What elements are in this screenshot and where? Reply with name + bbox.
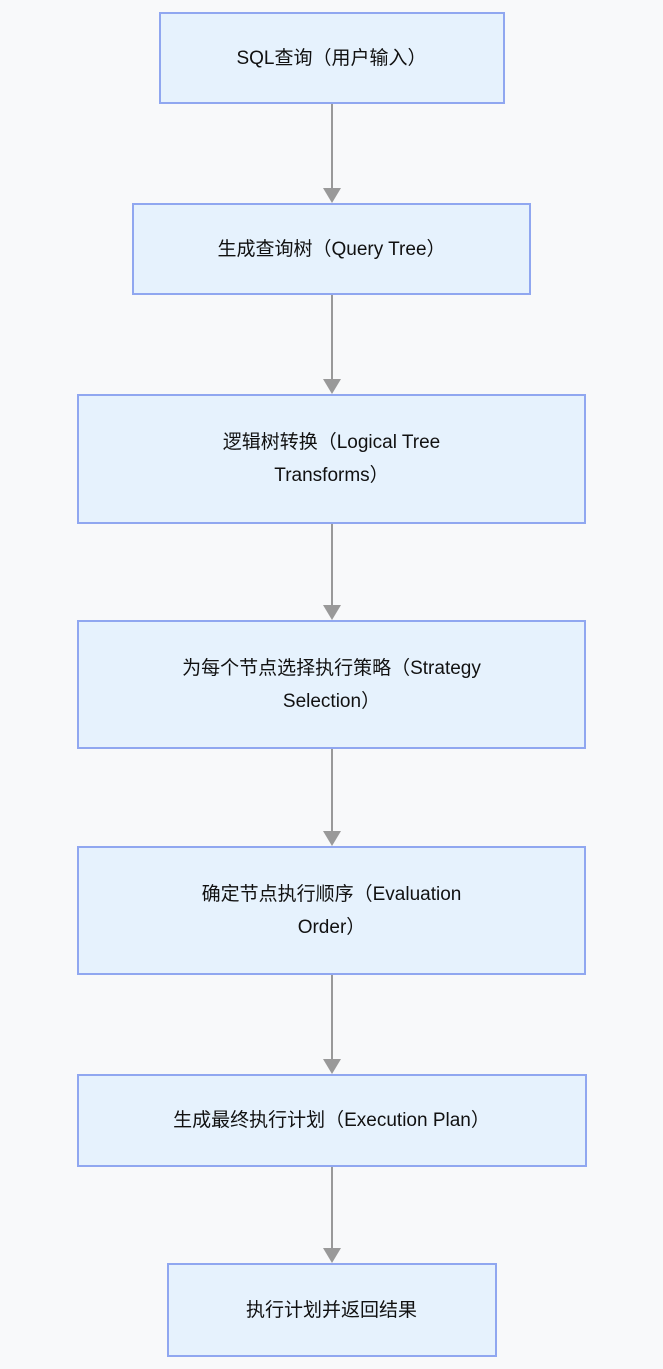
arrow-line [330,749,333,832]
flow-node-sql-input: SQL查询（用户输入） [158,12,505,104]
flow-arrow [322,1167,341,1263]
arrowhead-down-icon [322,1248,341,1263]
flow-node-execution-plan: 生成最终执行计划（Execution Plan） [76,1074,587,1167]
flow-node-label: SQL查询（用户输入） [236,47,427,69]
flow-arrow [322,524,341,620]
flow-node-execute-and-return: 执行计划并返回结果 [166,1263,497,1357]
flow-node-strategy-selection: 为每个节点选择执行策略（Strategy Selection） [77,620,586,749]
flow-arrow [322,749,341,846]
arrowhead-down-icon [322,1059,341,1074]
flow-node-label: 为每个节点选择执行策略（Strategy Selection） [182,657,481,712]
arrowhead-down-icon [322,605,341,620]
arrowhead-down-icon [322,188,341,203]
arrow-line [330,295,333,380]
arrow-line [330,104,333,189]
flow-arrow [322,295,341,394]
arrow-line [330,975,333,1060]
flow-node-query-tree: 生成查询树（Query Tree） [132,203,531,295]
flow-node-label: 生成最终执行计划（Execution Plan） [173,1110,490,1131]
flow-node-logical-tree-transforms: 逻辑树转换（Logical Tree Transforms） [77,394,586,524]
flow-node-evaluation-order: 确定节点执行顺序（Evaluation Order） [77,846,586,975]
flow-node-label: 确定节点执行顺序（Evaluation Order） [201,883,462,938]
arrowhead-down-icon [322,379,341,394]
flow-arrow [322,104,341,203]
arrow-line [330,1167,333,1249]
flow-node-label: 生成查询树（Query Tree） [217,238,446,260]
flow-node-label: 执行计划并返回结果 [245,1299,417,1321]
flow-arrow [322,975,341,1074]
arrowhead-down-icon [322,831,341,846]
arrow-line [330,524,333,606]
flow-node-label: 逻辑树转换（Logical Tree Transforms） [222,432,441,486]
